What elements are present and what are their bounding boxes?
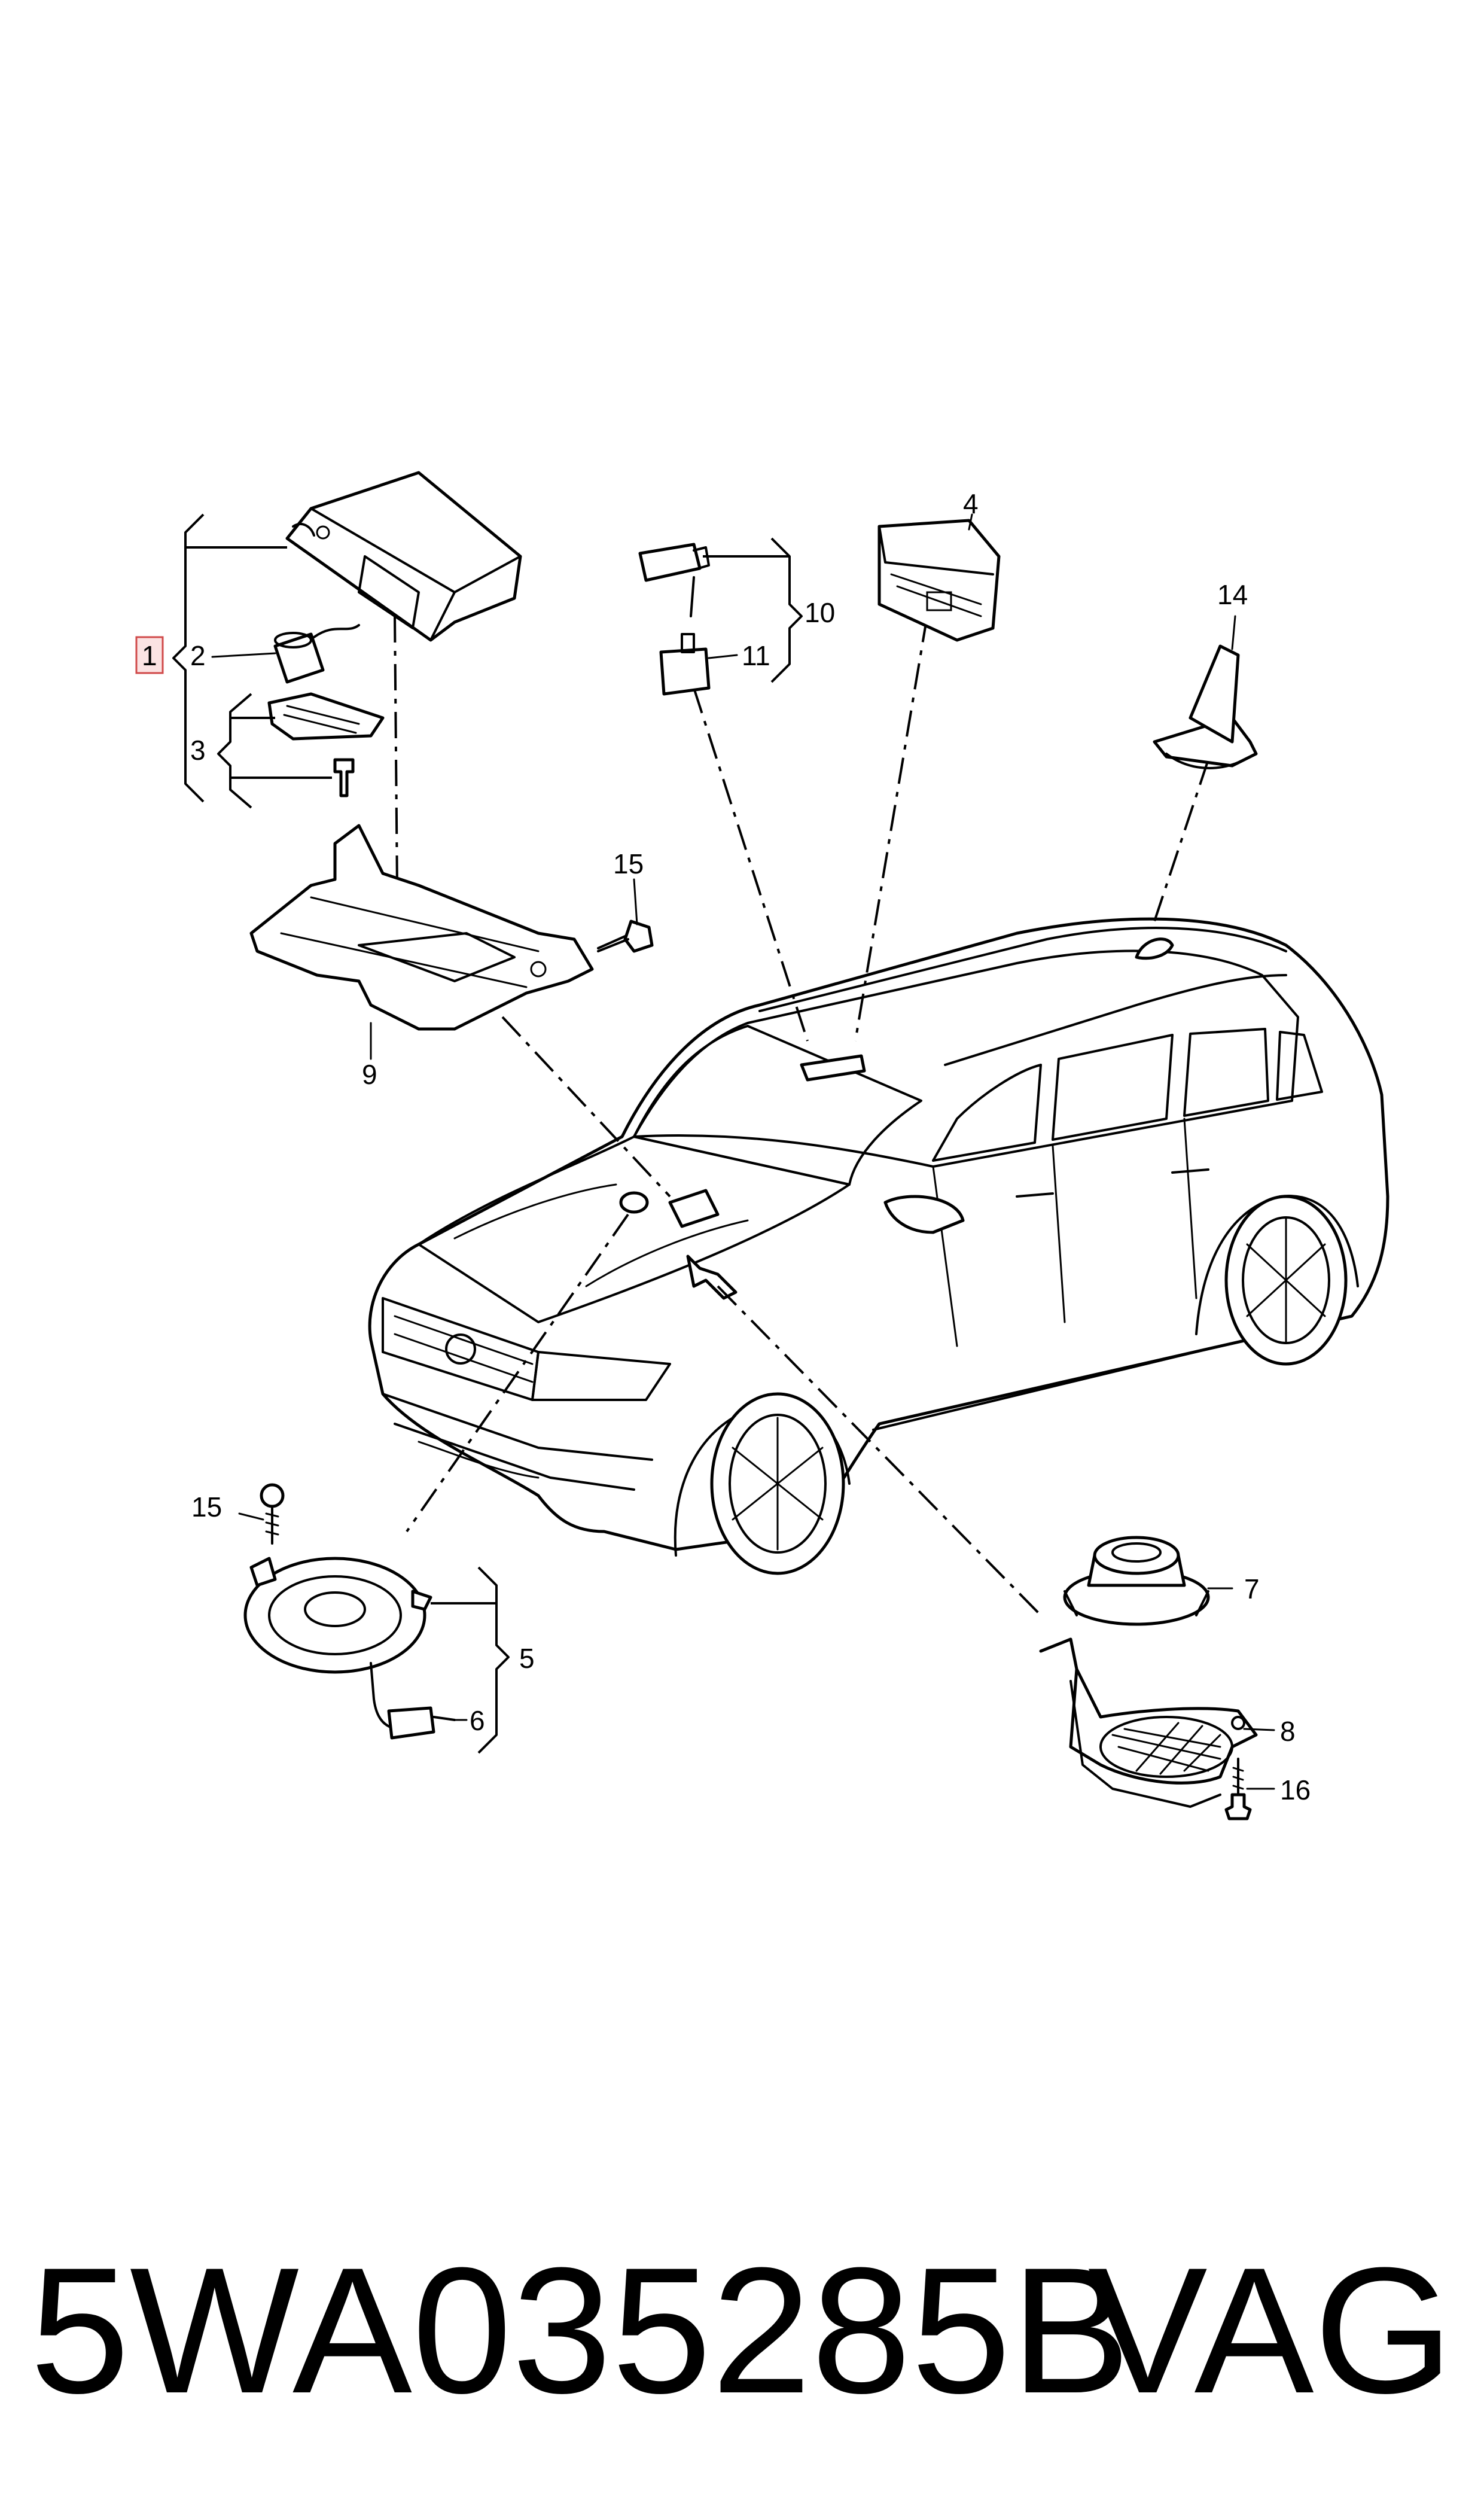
part-number: 5WA035285B bbox=[30, 2230, 1131, 2431]
callout-2: 2 bbox=[190, 640, 206, 671]
marker-windshield bbox=[800, 1054, 866, 1082]
marker-roof-antenna bbox=[1135, 937, 1174, 960]
callout-8: 8 bbox=[1280, 1716, 1296, 1747]
callout-14: 14 bbox=[1217, 579, 1248, 610]
callout-9: 9 bbox=[362, 1059, 377, 1090]
screw-part-15-upper bbox=[597, 919, 654, 953]
callout-4: 4 bbox=[963, 488, 979, 519]
brand-label: VAG bbox=[1087, 2230, 1453, 2431]
callout-1: 1 bbox=[142, 640, 157, 671]
screw-part-3 bbox=[333, 758, 355, 797]
callout-11: 11 bbox=[742, 640, 770, 671]
callout-7: 7 bbox=[1244, 1573, 1260, 1604]
marker-module bbox=[668, 1189, 720, 1228]
callout-brackets bbox=[172, 513, 803, 1754]
leader-lines bbox=[394, 616, 1209, 1616]
marker-dash-speaker bbox=[686, 1255, 738, 1300]
callout-numbers: 1 2 3 4 5 6 7 8 9 10 11 14 15 15 16 bbox=[135, 488, 1311, 1805]
callout-16: 16 bbox=[1280, 1774, 1311, 1805]
callout-10: 10 bbox=[805, 597, 835, 628]
callout-leaders bbox=[211, 513, 1275, 1790]
carrier-bracket-part-9 bbox=[249, 824, 594, 1031]
screw-part-15-lower bbox=[260, 1483, 285, 1545]
tweeter-part-7 bbox=[1063, 1536, 1210, 1626]
roof-antenna-part-14 bbox=[1153, 644, 1258, 769]
rear-wheel bbox=[1195, 1195, 1359, 1366]
speaker-part-5 bbox=[243, 1557, 432, 1730]
control-module bbox=[285, 471, 522, 642]
callout-3: 3 bbox=[190, 735, 206, 766]
bracket-3-leaders bbox=[230, 717, 332, 779]
callout-5: 5 bbox=[519, 1643, 535, 1674]
bracket-10 bbox=[770, 537, 803, 683]
callout-6: 6 bbox=[470, 1705, 485, 1736]
connector-part-6 bbox=[387, 1706, 456, 1740]
bracket-part-3 bbox=[267, 692, 385, 797]
connector-part-11 bbox=[659, 633, 711, 696]
callout-15-lower: 15 bbox=[191, 1491, 222, 1523]
callout-1-highlight bbox=[135, 636, 164, 674]
front-wheel bbox=[674, 1392, 851, 1575]
bracket-5 bbox=[477, 1566, 510, 1754]
connector-part-10 bbox=[638, 543, 710, 617]
vehicle-illustration bbox=[368, 917, 1389, 1575]
connector-part-2 bbox=[273, 624, 360, 684]
tweeter-holder-part-8 bbox=[1039, 1637, 1258, 1808]
screw-part-16 bbox=[1224, 1758, 1252, 1820]
bracket-3 bbox=[217, 693, 252, 809]
module-part-4 bbox=[877, 519, 1001, 642]
marker-front-speaker bbox=[619, 1191, 649, 1214]
bracket-1 bbox=[172, 513, 205, 803]
footer: 5WA035285B VAG bbox=[30, 2231, 1465, 2429]
callout-15-upper: 15 bbox=[613, 848, 644, 879]
